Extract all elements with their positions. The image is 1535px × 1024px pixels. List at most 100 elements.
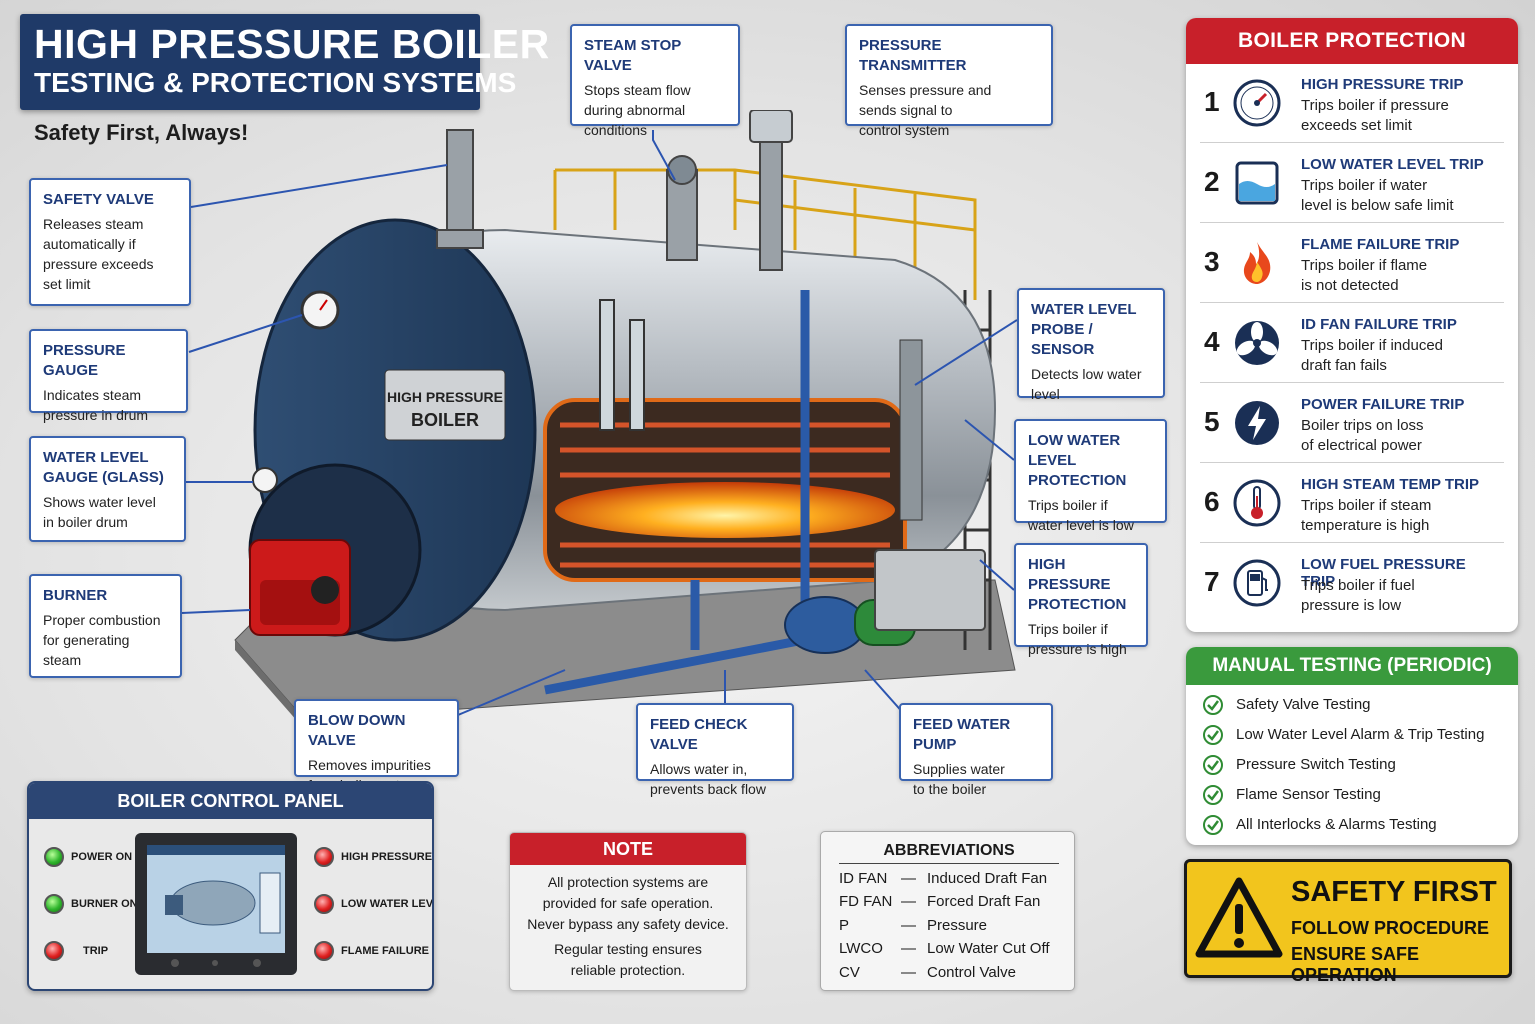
- callout-title: SAFETY VALVE: [43, 191, 154, 208]
- power-icon: [1235, 401, 1279, 445]
- title-banner: HIGH PRESSURE BOILER TESTING & PROTECTIO…: [20, 14, 550, 110]
- manual-testing-panel: MANUAL TESTING (PERIODIC) Safety Valve T…: [1186, 647, 1518, 845]
- indicator-lamp-flame-failure: [314, 941, 334, 961]
- callout-title: STEAM STOP VALVE: [584, 37, 681, 74]
- level-gauge-columns: [599, 299, 645, 431]
- title-line-2: TESTING & PROTECTION SYSTEMS: [34, 67, 517, 98]
- trip-name: LOW WATER LEVEL TRIP: [1301, 156, 1484, 173]
- boiler-plate-line1: HIGH PRESSURE: [387, 389, 503, 405]
- trip-item-flame-failure: 3 FLAME FAILURE TRIP Trips boiler if fla…: [1200, 224, 1504, 303]
- trip-number: 4: [1204, 326, 1220, 357]
- control-cabinet: [874, 549, 986, 631]
- title-line-1: HIGH PRESSURE BOILER: [34, 21, 550, 67]
- callout-leader-lines: [181, 110, 1018, 716]
- trip-number: 7: [1204, 566, 1220, 597]
- callout-title: PRESSURE TRANSMITTER: [859, 37, 967, 74]
- trip-number: 6: [1204, 486, 1220, 517]
- trip-name: POWER FAILURE TRIP: [1301, 396, 1465, 413]
- warning-icon: [1195, 877, 1283, 958]
- safety-first-banner: SAFETY FIRST FOLLOW PROCEDURE ENSURE SAF…: [1184, 859, 1512, 985]
- boiler-protection-panel: BOILER PROTECTION SYSTEMS 1 HIGH PRESSUR…: [1186, 18, 1518, 632]
- callout-feed-check-valve: FEED CHECK VALVE Allows water in,prevent…: [636, 703, 794, 797]
- burner-unit: [249, 539, 351, 636]
- fuel-icon: [1233, 559, 1281, 607]
- hmi-screen: [135, 833, 297, 975]
- check-circle-icon: [1203, 695, 1223, 715]
- safety-title: SAFETY FIRST: [1291, 876, 1497, 908]
- boiler-illustration: HIGH PRESSURE BOILER: [181, 110, 1018, 730]
- note-header: NOTE: [510, 833, 746, 865]
- boiler-plate-line2: BOILER: [411, 410, 479, 430]
- check-circle-icon: [1203, 815, 1223, 835]
- callout-title: PRESSURE GAUGE: [43, 342, 126, 379]
- check-circle-icon: [1203, 755, 1223, 775]
- gauge-icon: [1233, 79, 1281, 127]
- abbreviations-box: ABBREVIATIONS ID FAN—Induced Draft Fan F…: [820, 831, 1075, 991]
- fan-icon: [1235, 321, 1279, 365]
- indicator-lamp-high-pressure: [314, 847, 334, 867]
- pressure-transmitter-body: [749, 110, 793, 271]
- trip-name: HIGH STEAM TEMP TRIP: [1301, 476, 1480, 493]
- trip-name: ID FAN FAILURE TRIP: [1301, 316, 1457, 333]
- lamp-label: LOW WATER LEVEL: [341, 898, 434, 910]
- trip-name: LOW FUEL PRESSURE TRIP: [1301, 556, 1466, 590]
- indicator-lamp-low-water-level: [314, 894, 334, 914]
- callout-pressure-transmitter: PRESSURE TRANSMITTER Senses pressure and…: [845, 24, 1053, 138]
- trip-item-high-pressure: 1 HIGH PRESSURE TRIP Trips boiler if pre…: [1200, 64, 1504, 143]
- lamp-label: TRIP: [83, 945, 109, 957]
- lamp-label: POWER ON: [71, 851, 133, 863]
- abbreviations-header: ABBREVIATIONS: [839, 842, 1059, 864]
- trip-number: 2: [1204, 166, 1220, 197]
- safety-valve-body: [436, 129, 484, 249]
- indicator-lamp-burner-on: [44, 894, 64, 914]
- check-circle-icon: [1203, 785, 1223, 805]
- burner-flame: [555, 482, 895, 538]
- indicator-lamp-trip: [44, 941, 64, 961]
- callout-title: BURNER: [43, 587, 108, 604]
- panel-header: MANUAL TESTING (PERIODIC): [1186, 647, 1518, 685]
- safety-line-1: FOLLOW PROCEDURE: [1291, 918, 1489, 938]
- platform-railing: [553, 168, 977, 300]
- trip-item-low-water: 2 LOW WATER LEVEL TRIP Trips boiler if w…: [1200, 144, 1504, 223]
- indicator-lamp-power-on: [44, 847, 64, 867]
- level-probe-column: [899, 339, 923, 521]
- trip-name: FLAME FAILURE TRIP: [1301, 236, 1460, 253]
- callout-title: FEED CHECK VALVE: [650, 716, 748, 753]
- tagline: Safety First, Always!: [34, 120, 249, 145]
- callout-title: BLOW DOWN VALVE: [308, 712, 406, 749]
- lamp-label: FLAME FAILURE: [341, 945, 429, 957]
- lamp-label: BURNER ON: [71, 898, 138, 910]
- steam-stop-valve-body: [666, 155, 698, 261]
- trip-item-id-fan: 4 ID FAN FAILURE TRIP Trips boiler if in…: [1200, 304, 1504, 383]
- water-gauge-dial: [252, 467, 278, 493]
- trip-number: 5: [1204, 406, 1220, 437]
- trip-item-low-fuel-pressure: 7 LOW FUEL PRESSURE TRIP Trips boiler if…: [1200, 544, 1504, 623]
